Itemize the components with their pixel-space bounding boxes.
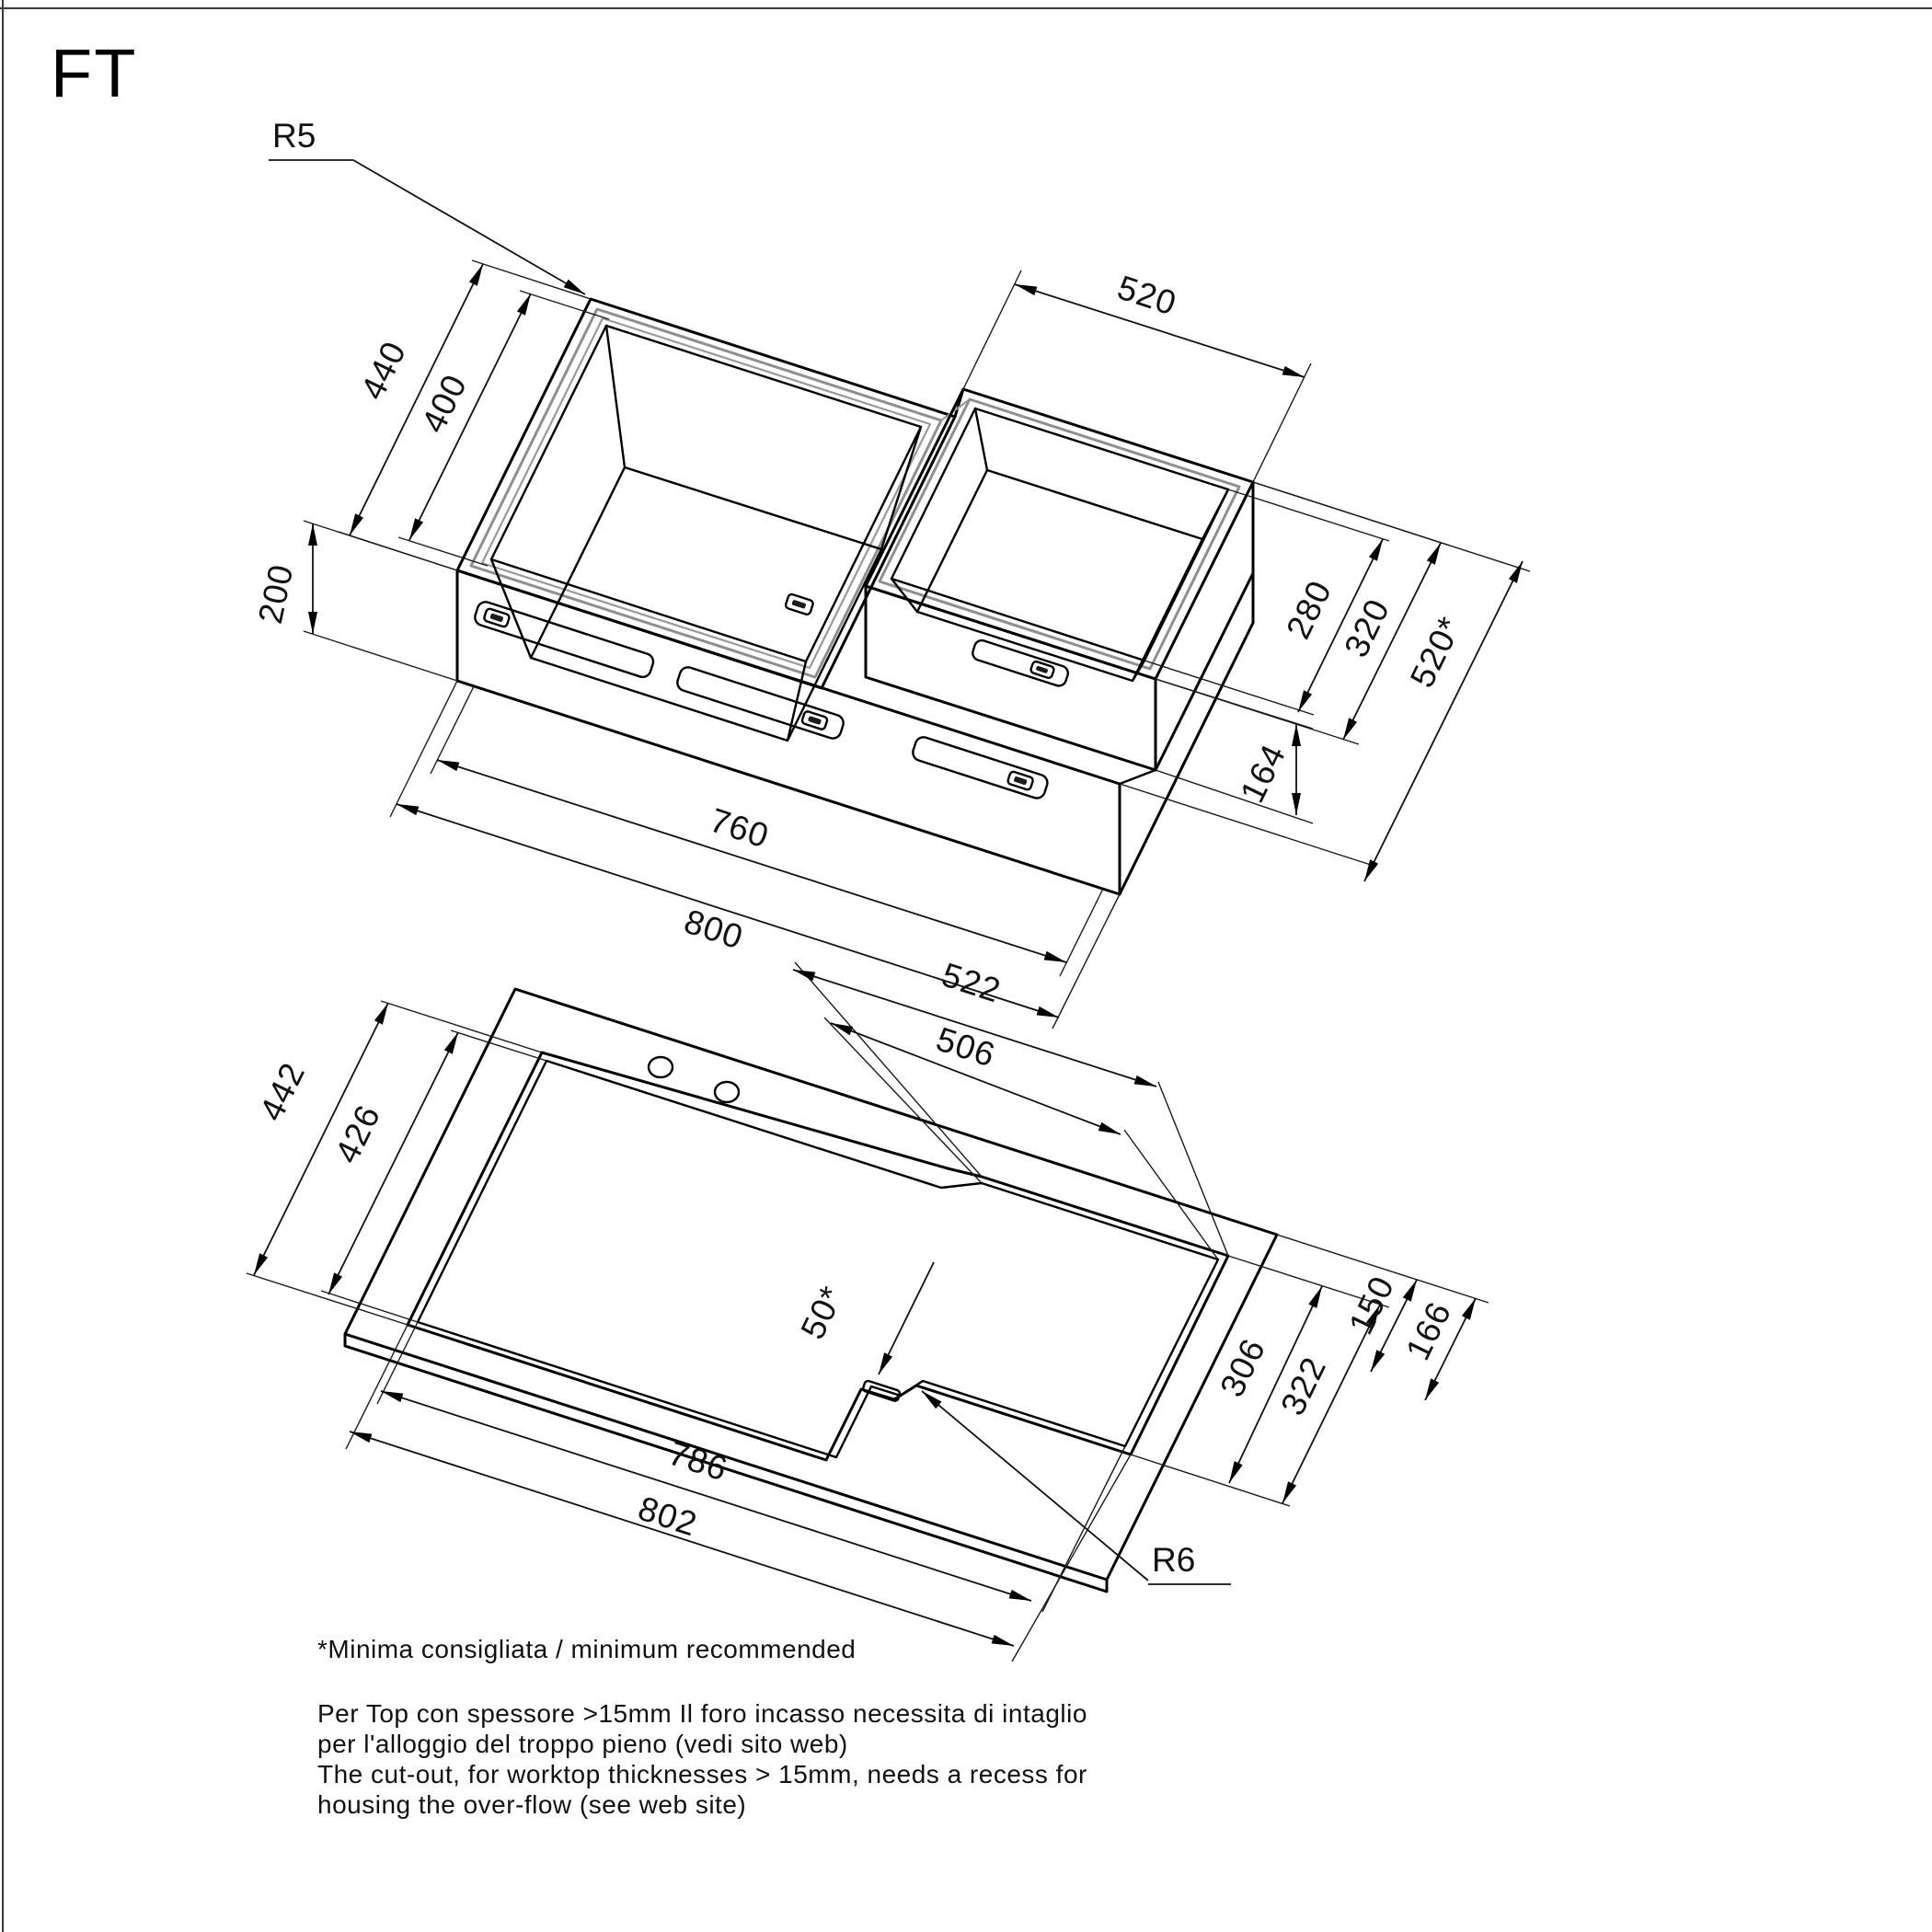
sink-isometric-view: R5 440 400 200 520 164 280 320 520* 760 … <box>251 117 1531 1029</box>
dim-label-760: 760 <box>706 801 774 856</box>
dim-label-280: 280 <box>1279 574 1339 644</box>
slot-outline <box>676 666 845 740</box>
dim-label-322: 322 <box>1273 1351 1333 1420</box>
dim-label-802: 802 <box>634 1489 702 1544</box>
dim-label-166: 166 <box>1398 1295 1458 1365</box>
tray-wall-edge-3 <box>1131 659 1146 683</box>
cutout-dimension-lines <box>253 969 1477 1647</box>
dim-label-426: 426 <box>328 1098 387 1168</box>
page-title: FT <box>51 35 137 111</box>
dim-label-r5: R5 <box>272 117 316 155</box>
tray-rim-outer <box>864 387 1255 681</box>
faucet-hole-icon <box>647 1055 674 1079</box>
footer-note-en-2: housing the over-flow (see web site) <box>317 1790 746 1819</box>
clip-icon <box>1029 660 1055 680</box>
apron-slot-3 <box>912 736 1049 799</box>
footer-note-en-1: The cut-out, for worktop thicknesses > 1… <box>317 1760 1087 1788</box>
tray-wall-edge-1 <box>973 407 989 472</box>
dim-label-440: 440 <box>353 335 413 405</box>
junction-clip <box>784 592 814 615</box>
apron-tray-connector <box>1118 768 1157 786</box>
dim-label-320: 320 <box>1337 592 1397 662</box>
dim-label-522: 522 <box>937 956 1006 1010</box>
clip-mark-icon <box>808 716 822 725</box>
dim-label-306: 306 <box>1213 1332 1272 1402</box>
bowl-wall-edge-2 <box>880 425 923 551</box>
tray-rim-band-1 <box>878 397 1241 671</box>
footer-note-it-1: Per Top con spessore >15mm Il foro incas… <box>317 1699 1087 1728</box>
dim-label-r6: R6 <box>1152 1541 1195 1579</box>
bowl-wall-edge-4 <box>489 558 533 660</box>
clip-mark-icon <box>1036 665 1048 673</box>
footer-notes: *Minima consigliata / minimum recommende… <box>317 1635 1087 1819</box>
tray-apron-bottom-right <box>1154 571 1255 772</box>
cutout-outline-outer <box>406 1051 1230 1462</box>
tray-inner-opening <box>890 407 1230 662</box>
base-right-bottom-edge <box>1118 621 1255 896</box>
dim-label-800: 800 <box>680 903 748 957</box>
footer-note-it-2: per l'alloggio del troppo pieno (vedi si… <box>317 1730 848 1758</box>
dim-label-164: 164 <box>1233 738 1293 808</box>
apron-slot-2 <box>676 666 845 740</box>
iso-dimension-lines <box>269 159 1524 1018</box>
clip-mark-icon <box>1014 776 1028 786</box>
clip-mark-icon <box>489 613 503 622</box>
bowl-tray-chamfer-band <box>940 398 971 421</box>
dim-label-520min: 520* <box>1403 611 1469 694</box>
slot-outline <box>912 736 1049 799</box>
dim-label-520: 520 <box>1113 269 1181 323</box>
worktop-cutout-view: 442 426 522 506 50* 150 166 306 322 786 … <box>246 956 1489 1662</box>
apron-slot-1 <box>474 601 655 679</box>
clip-icon <box>800 710 829 730</box>
dim-label-200: 200 <box>251 560 301 627</box>
worktop-panel-top <box>343 987 1279 1581</box>
faucet-hole-icon <box>713 1080 741 1104</box>
clip-icon <box>483 607 511 628</box>
clip-mark-icon <box>791 600 806 609</box>
tray-front-apron <box>864 584 1157 772</box>
cutout-outline-inner <box>416 1059 1220 1459</box>
slot-outline <box>972 638 1069 687</box>
dim-label-786: 786 <box>664 1434 732 1489</box>
clip-icon <box>784 592 814 615</box>
dim-label-442: 442 <box>252 1056 312 1126</box>
dim-label-50min: 50* <box>794 1280 852 1345</box>
iso-extension-lines <box>303 259 1531 1029</box>
bowl-bottom <box>529 466 883 742</box>
footer-star-note: *Minima consigliata / minimum recommende… <box>317 1635 856 1663</box>
tray-wall-edge-4 <box>890 577 919 614</box>
slot-outline <box>474 601 655 679</box>
bowl-wall-edge-1 <box>604 324 627 469</box>
tray-slot <box>972 638 1069 687</box>
cutout-extension-lines <box>246 961 1489 1662</box>
tray-wall-edge-2 <box>1201 488 1230 541</box>
